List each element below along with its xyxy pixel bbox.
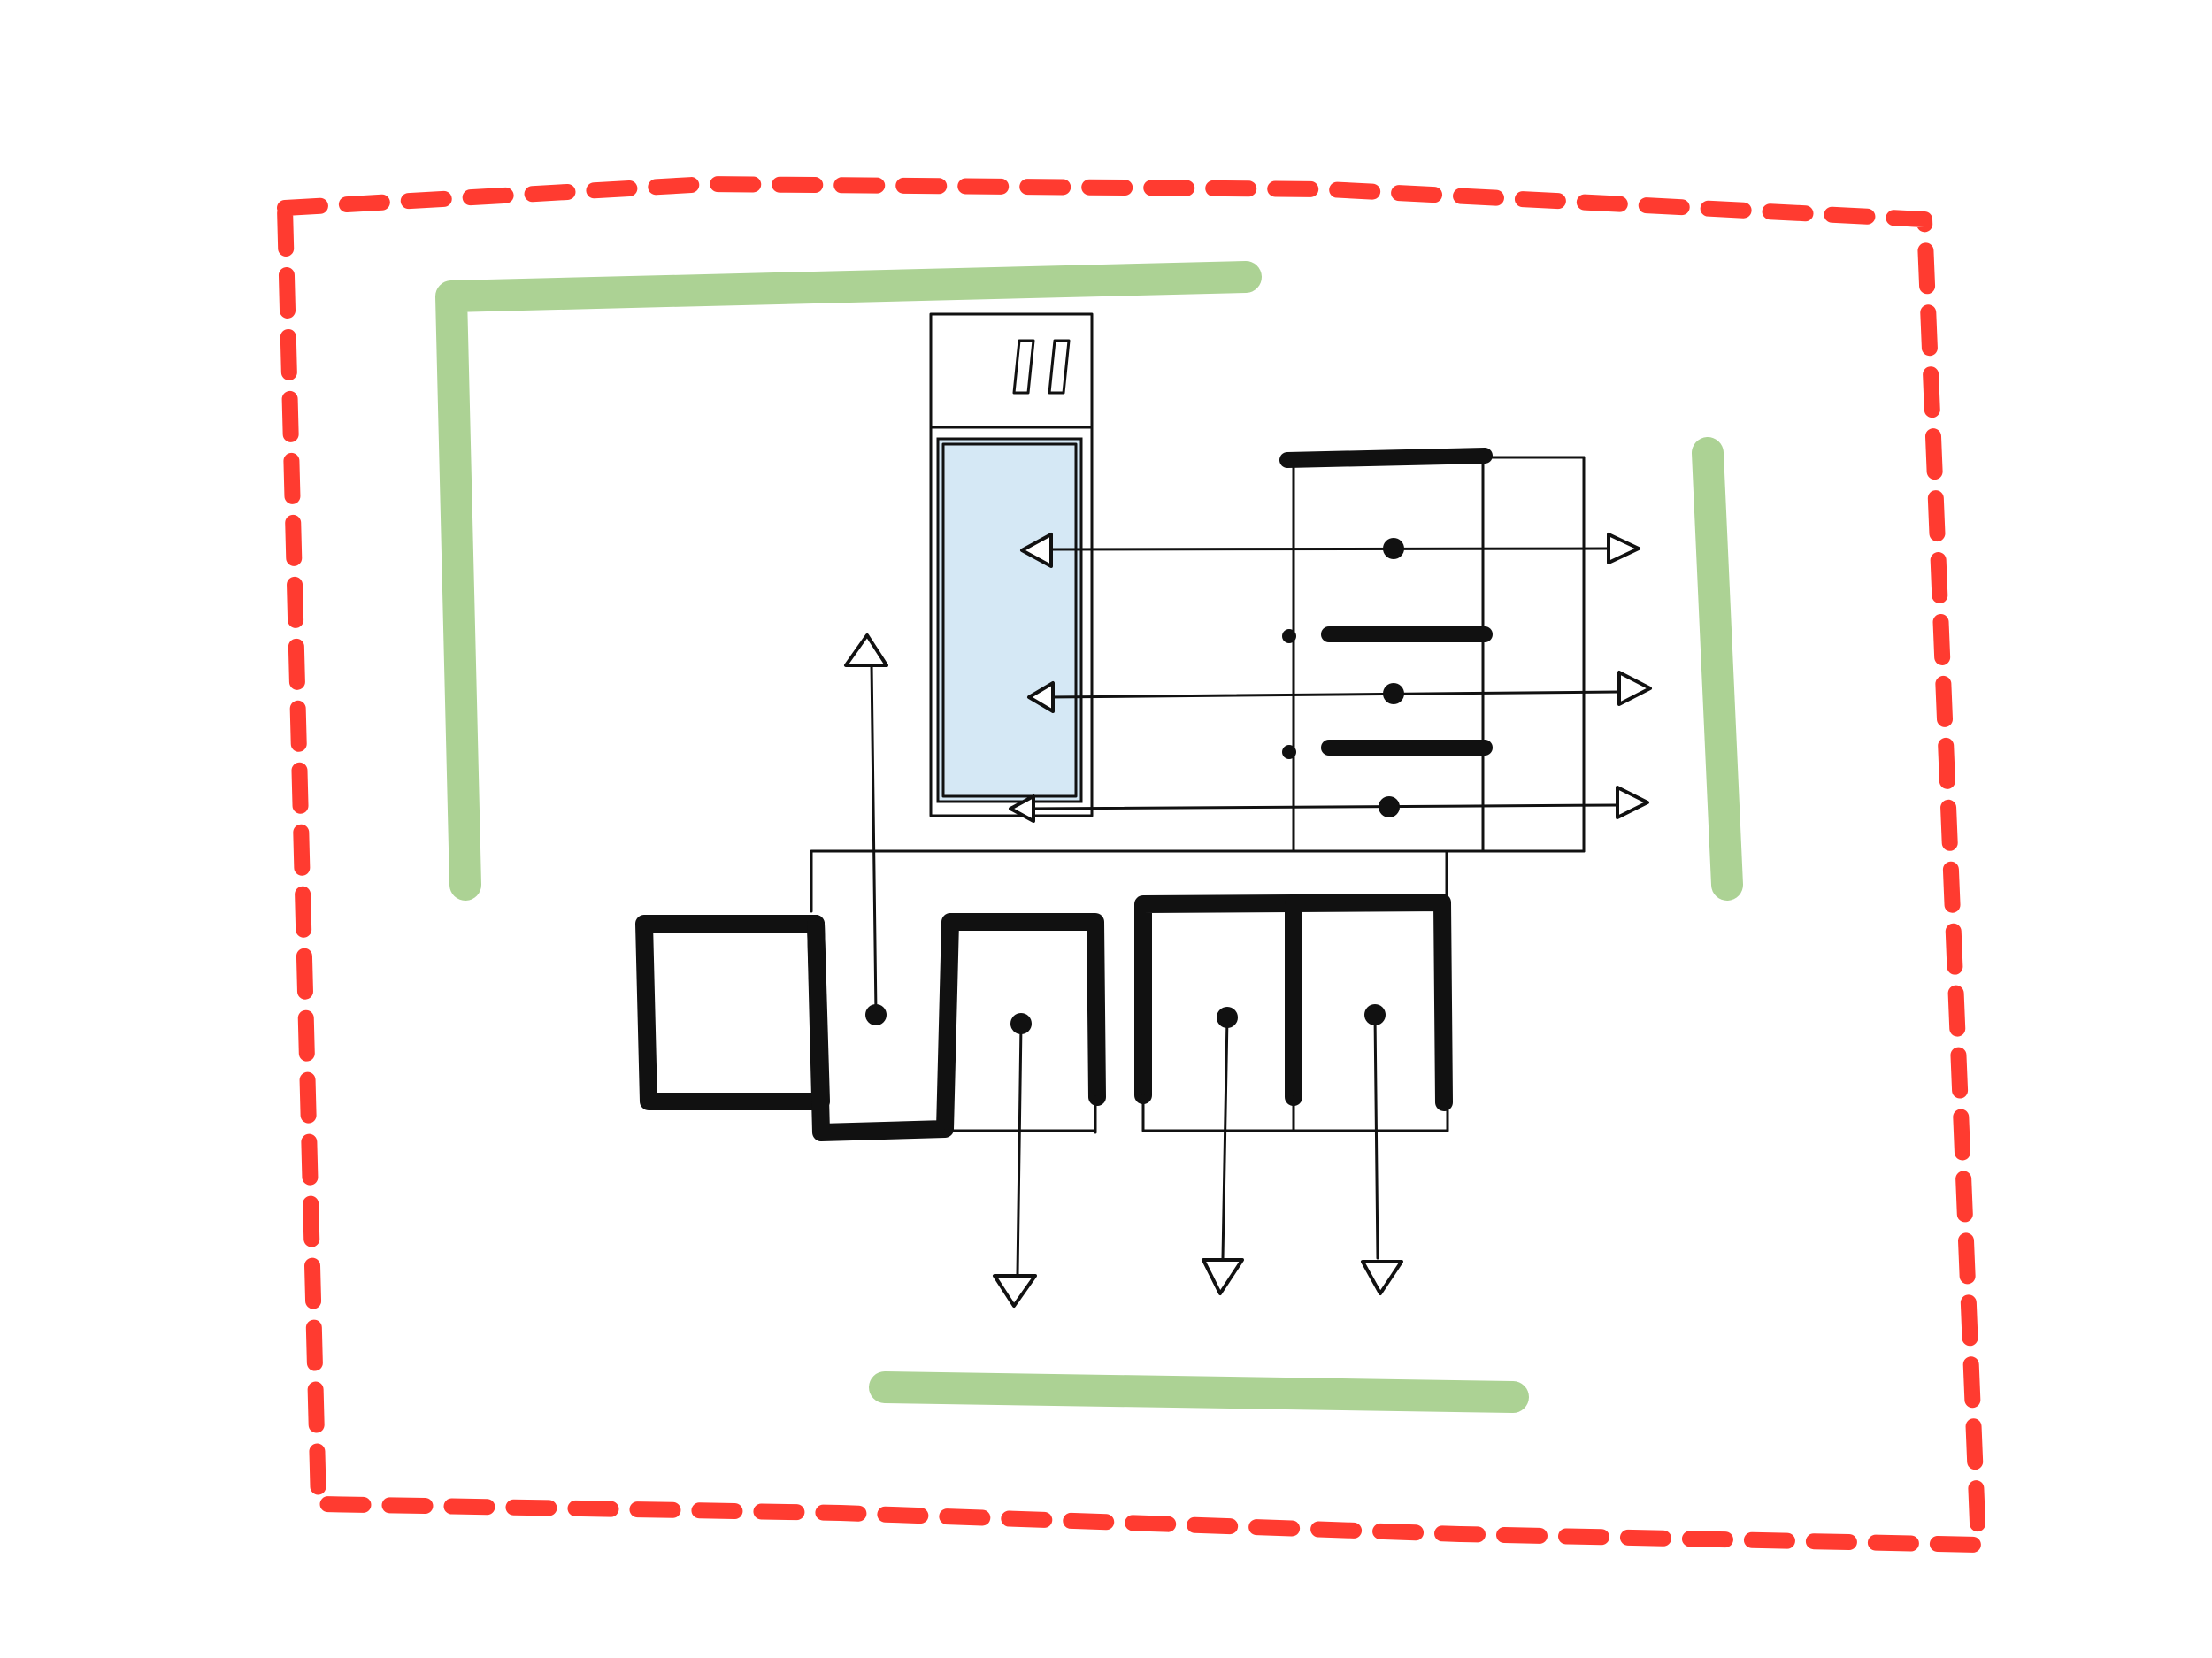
bottom-box-3-baseline (1141, 1094, 1449, 1132)
connector-row-1-right-arrow (1607, 533, 1640, 564)
up-connector (870, 662, 878, 1017)
connector-row-3-node (1379, 796, 1400, 817)
connector-row-2-left-arrow (1027, 681, 1055, 713)
right-list-bullet-2 (1282, 629, 1296, 643)
connector-row-2 (1047, 690, 1621, 699)
connector-row-3-right-arrow (1616, 786, 1649, 819)
down-connector-3 (1373, 1013, 1379, 1260)
panel-content-area (936, 437, 1083, 803)
connector-row-3-left-arrow (1009, 794, 1035, 823)
vertical-connectors (844, 633, 1403, 1308)
highlight-right (1692, 437, 1743, 901)
connector-row-1-node (1383, 538, 1404, 559)
highlight-top-left (435, 261, 1262, 901)
connector-row-2-right-arrow (1617, 671, 1652, 706)
up-connector-arrow (844, 633, 888, 667)
outer-dashed-frame (277, 176, 1986, 1553)
bottom-box-1 (635, 915, 830, 1110)
connector-row-1-left-arrow (1020, 533, 1053, 568)
connector-row-3 (1025, 803, 1621, 810)
right-list-group (1279, 448, 1586, 853)
panel-to-row-link (810, 849, 1295, 913)
down-connector-1-arrow (993, 1274, 1037, 1308)
list-to-row-link (1445, 849, 1485, 909)
up-connector-node (865, 1004, 887, 1025)
panel-header-icon (1012, 339, 1071, 395)
down-connector-1-node (1010, 1013, 1032, 1034)
top-panel (929, 312, 1094, 817)
down-connector-3-node (1364, 1004, 1386, 1025)
right-list-bracket (1292, 456, 1485, 853)
down-connector-3-arrow (1361, 1260, 1403, 1295)
bottom-row (635, 894, 1453, 1141)
horizontal-connectors (1009, 533, 1652, 823)
bottom-box-2 (807, 913, 1106, 1141)
connector-row-2-node (1383, 683, 1404, 704)
panel-outer-border (929, 312, 1094, 817)
down-connector-2-node (1217, 1007, 1238, 1028)
down-connector-1 (1016, 1022, 1023, 1276)
down-connector-2-arrow (1202, 1258, 1244, 1295)
right-list-header-bar (1279, 448, 1493, 468)
down-connector-2 (1221, 1016, 1229, 1260)
highlight-bottom (869, 1371, 1529, 1413)
right-list-bullet-3 (1282, 745, 1296, 759)
panel-content-inner-border (941, 442, 1078, 798)
